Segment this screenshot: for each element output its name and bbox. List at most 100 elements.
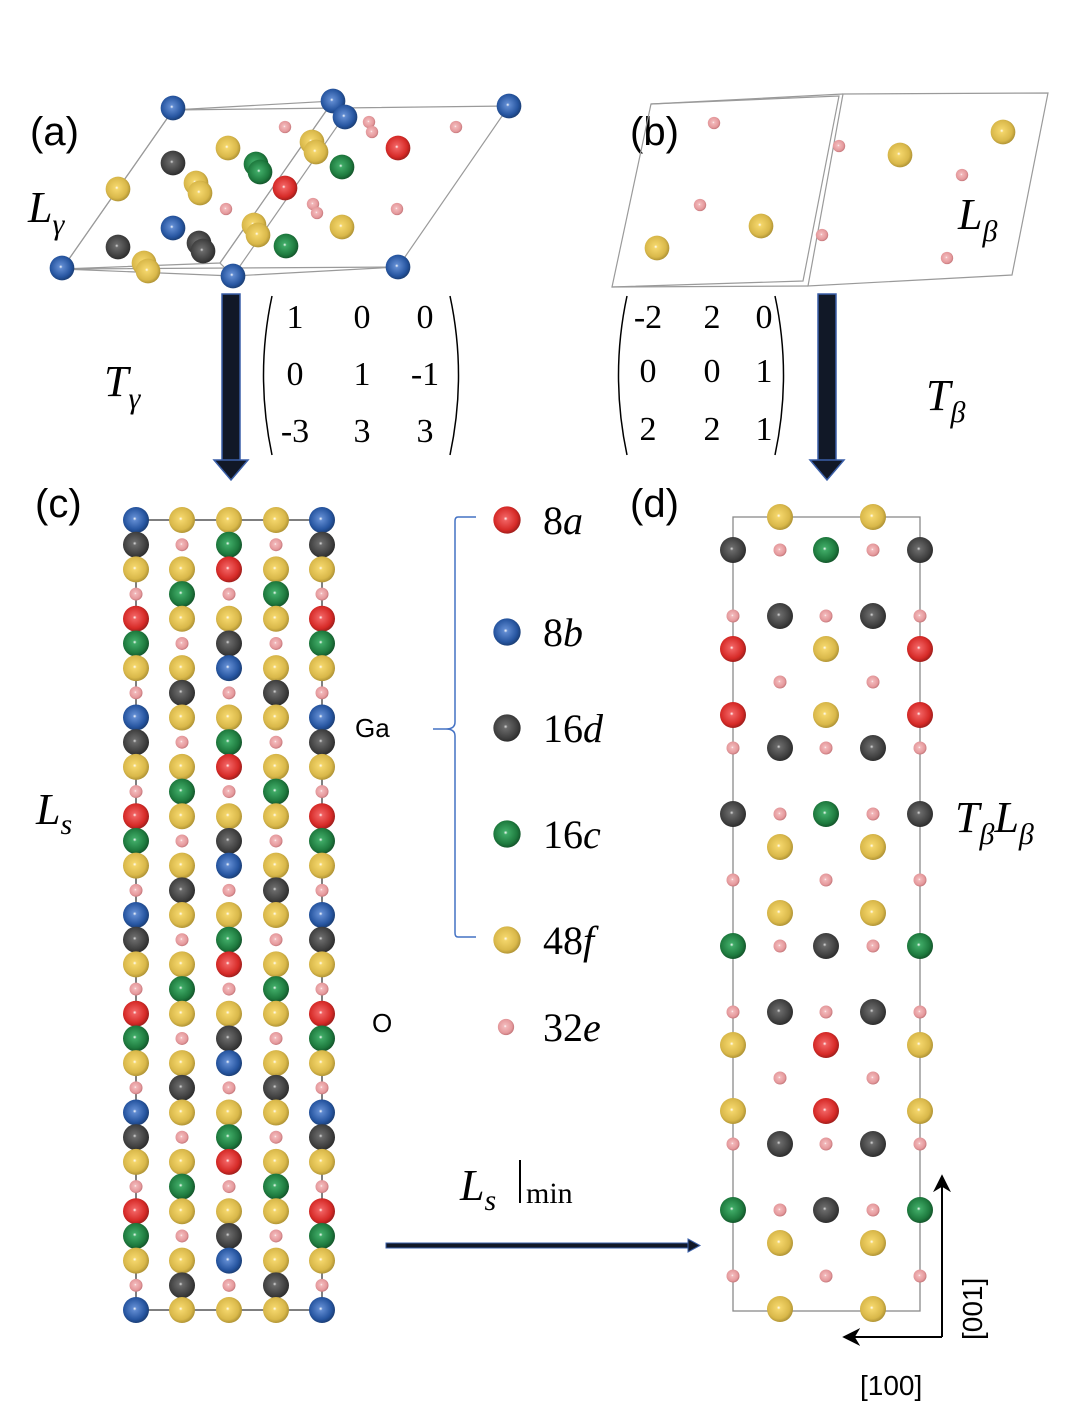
atom-48f xyxy=(263,753,289,780)
atom-32e xyxy=(315,883,329,897)
atom-16c xyxy=(263,1173,289,1200)
atom-16d xyxy=(309,926,335,953)
atom-32e xyxy=(940,251,954,265)
atom-16d xyxy=(169,877,195,904)
atom-48f xyxy=(263,556,289,583)
minimization-label: Ls xyxy=(459,1161,496,1217)
atom-48f xyxy=(216,1297,242,1323)
legend-swatch-16d xyxy=(493,714,521,742)
atom-48f xyxy=(216,1000,242,1027)
matrix-entry: -3 xyxy=(281,413,309,450)
atom-16c xyxy=(309,1025,335,1052)
matrix-entry: 0 xyxy=(287,356,304,393)
atom-16d xyxy=(263,1272,289,1299)
atom-8a xyxy=(309,1000,335,1027)
atom-8b xyxy=(216,655,242,682)
cell-beta-outline xyxy=(611,92,1049,288)
matrix-entry: 0 xyxy=(417,299,434,336)
atom-32e xyxy=(815,228,829,242)
atom-32e xyxy=(773,807,787,821)
atom-16d xyxy=(216,827,242,854)
atom-16d xyxy=(813,1197,839,1223)
atom-32e xyxy=(315,1081,329,1095)
atom-32e xyxy=(315,785,329,799)
atom-32e xyxy=(913,1137,927,1151)
atom-32e xyxy=(222,587,236,601)
atom-48f xyxy=(309,1148,335,1175)
atom-16c xyxy=(907,1197,933,1223)
atom-48f xyxy=(169,507,195,533)
atom-8b xyxy=(496,93,522,119)
atom-32e xyxy=(693,198,707,212)
legend-swatch-16c xyxy=(493,820,521,848)
atom-16d xyxy=(907,801,933,827)
panel-b: (b) Lβ xyxy=(611,92,1049,288)
atom-48f xyxy=(123,1247,149,1274)
atom-32e xyxy=(269,1031,283,1045)
atom-48f xyxy=(169,1099,195,1126)
atom-32e xyxy=(726,1137,740,1151)
atom-48f xyxy=(263,902,289,928)
atom-32e xyxy=(310,206,324,220)
atom-16d xyxy=(813,933,839,959)
atom-48f xyxy=(644,235,670,261)
atom-32e xyxy=(866,1071,880,1085)
atom-32e xyxy=(315,982,329,996)
atom-32e xyxy=(175,1229,189,1243)
atom-8b xyxy=(216,852,242,879)
atom-8b xyxy=(332,104,358,130)
atom-16c xyxy=(273,233,299,259)
structure-transformed-beta xyxy=(720,504,933,1322)
atom-48f xyxy=(169,1148,195,1175)
atom-32e xyxy=(819,1005,833,1019)
atom-8a xyxy=(309,803,335,830)
atom-16d xyxy=(123,1124,149,1151)
atom-48f xyxy=(309,556,335,583)
atom-32e xyxy=(175,1130,189,1144)
atom-8a xyxy=(216,951,242,978)
atom-8a xyxy=(123,1000,149,1027)
atom-48f xyxy=(169,1297,195,1323)
legend-group-ga: Ga xyxy=(355,713,390,743)
panel-c-label: (c) xyxy=(35,482,82,526)
atom-48f xyxy=(216,605,242,632)
matrix-entry: 1 xyxy=(287,299,304,336)
structure-beta xyxy=(644,116,1016,265)
atom-32e xyxy=(129,1081,143,1095)
axis-001-label: [001] xyxy=(957,1278,988,1340)
atom-32e xyxy=(773,1071,787,1085)
atom-48f xyxy=(309,951,335,978)
atom-16d xyxy=(767,735,793,761)
atom-32e xyxy=(219,202,233,216)
matrix-entry: 2 xyxy=(704,299,721,336)
atom-48f xyxy=(169,1198,195,1225)
atom-48f xyxy=(767,1296,793,1322)
ga-brace xyxy=(433,516,476,938)
atom-32e xyxy=(175,735,189,749)
atom-32e xyxy=(726,741,740,755)
atom-48f xyxy=(187,180,213,206)
atom-8b xyxy=(216,1247,242,1274)
atom-8b xyxy=(216,1050,242,1077)
atom-32e xyxy=(175,538,189,552)
atom-32e xyxy=(315,587,329,601)
atom-16d xyxy=(169,679,195,706)
atom-8a xyxy=(123,1198,149,1225)
atom-16c xyxy=(720,1197,746,1223)
cell-tb-lb-outline xyxy=(732,516,921,1312)
atom-48f xyxy=(309,655,335,682)
atom-32e xyxy=(175,933,189,947)
legend-group-o: O xyxy=(372,1008,392,1038)
atom-32e xyxy=(390,202,404,216)
atom-16c xyxy=(216,531,242,558)
atom-8b xyxy=(309,507,335,533)
atom-8a xyxy=(813,1098,839,1124)
atom-16c xyxy=(813,801,839,827)
transform-gamma-symbol: Tγ xyxy=(104,357,141,415)
atom-48f xyxy=(169,902,195,928)
atom-32e xyxy=(315,1278,329,1292)
atom-32e xyxy=(222,883,236,897)
atom-48f xyxy=(169,1050,195,1077)
atom-32e xyxy=(315,1180,329,1194)
